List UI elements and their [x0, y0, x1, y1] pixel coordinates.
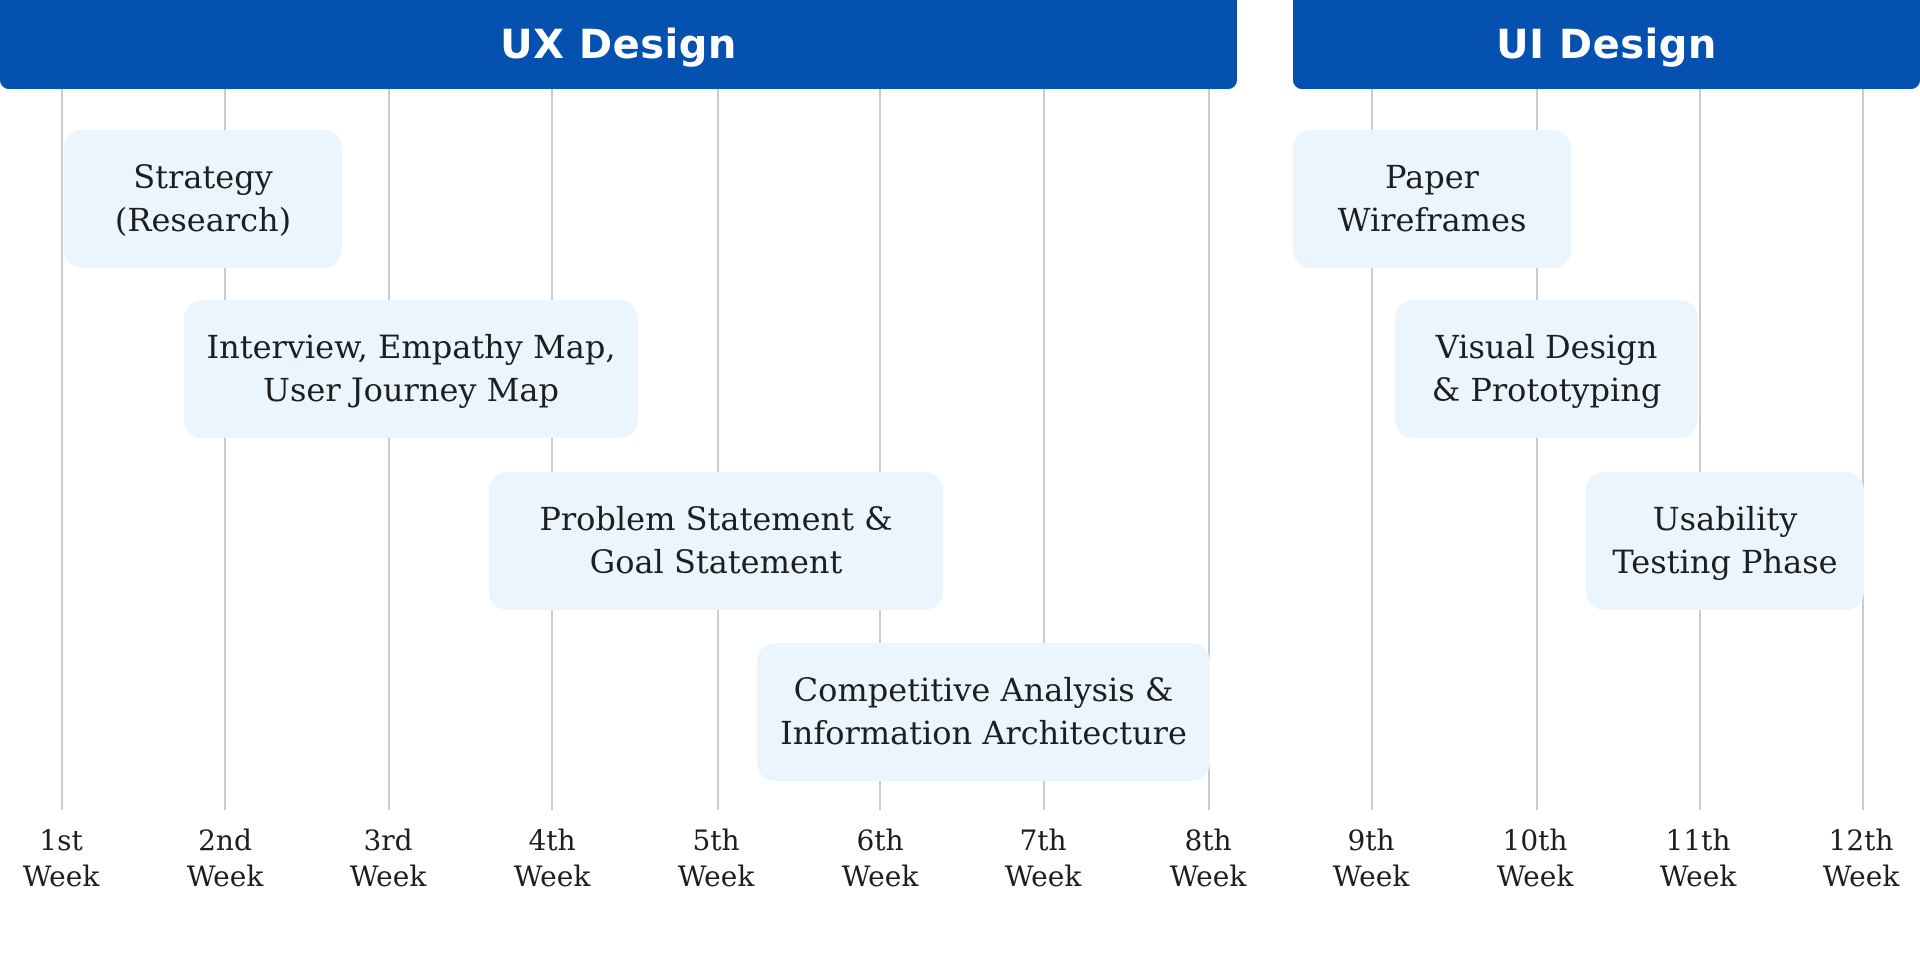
- task-interview-empathy-journey: Interview, Empathy Map, User Journey Map: [184, 300, 638, 438]
- week-gridline: [224, 89, 226, 810]
- task-line: Paper: [1385, 158, 1479, 196]
- week-gridline: [388, 89, 390, 810]
- week-word: Week: [677, 860, 755, 893]
- week-gridline: [1536, 89, 1538, 810]
- week-label: 12th Week: [1791, 823, 1920, 895]
- week-gridline: [1699, 89, 1701, 810]
- week-number: 9th: [1347, 824, 1395, 857]
- task-line: Visual Design: [1435, 328, 1658, 366]
- week-gridline: [1862, 89, 1864, 810]
- week-number: 10th: [1502, 824, 1568, 857]
- phase-ui-design-bar: UI Design: [1293, 0, 1920, 89]
- task-line: Strategy: [133, 158, 273, 196]
- week-word: Week: [1822, 860, 1900, 893]
- task-line: Competitive Analysis &: [793, 671, 1174, 709]
- week-label: 4th Week: [482, 823, 622, 895]
- task-line: Usability: [1652, 500, 1798, 538]
- task-line: Problem Statement &: [539, 500, 893, 538]
- week-word: Week: [349, 860, 427, 893]
- task-line: (Research): [114, 201, 292, 239]
- week-gridline: [1371, 89, 1373, 810]
- week-number: 8th: [1184, 824, 1232, 857]
- task-line: Testing Phase: [1612, 543, 1838, 581]
- week-gridline: [1043, 89, 1045, 810]
- week-gridline: [61, 89, 63, 810]
- week-number: 2nd: [198, 824, 252, 857]
- week-label: 1st Week: [0, 823, 131, 895]
- week-number: 5th: [692, 824, 740, 857]
- week-word: Week: [1169, 860, 1247, 893]
- phase-ux-design-title: UX Design: [500, 21, 737, 68]
- task-problem-goal-statement: Problem Statement & Goal Statement: [489, 472, 943, 610]
- week-word: Week: [1659, 860, 1737, 893]
- task-line: Goal Statement: [589, 543, 843, 581]
- task-line: & Prototyping: [1431, 371, 1662, 409]
- task-line: Information Architecture: [780, 714, 1187, 752]
- week-number: 7th: [1019, 824, 1067, 857]
- week-word: Week: [841, 860, 919, 893]
- week-label: 2nd Week: [155, 823, 295, 895]
- week-label: 3rd Week: [318, 823, 458, 895]
- week-label: 6th Week: [810, 823, 950, 895]
- week-label: 11th Week: [1628, 823, 1768, 895]
- week-number: 4th: [528, 824, 576, 857]
- task-paper-wireframes: Paper Wireframes: [1293, 130, 1571, 268]
- week-number: 3rd: [363, 824, 413, 857]
- week-gridline: [879, 89, 881, 810]
- phase-ui-design-title: UI Design: [1496, 21, 1717, 68]
- week-word: Week: [513, 860, 591, 893]
- week-word: Week: [1004, 860, 1082, 893]
- week-gridline: [551, 89, 553, 810]
- week-number: 11th: [1665, 824, 1731, 857]
- week-gridline: [1208, 89, 1210, 810]
- week-label: 7th Week: [973, 823, 1113, 895]
- phase-ux-design-bar: UX Design: [0, 0, 1237, 89]
- task-visual-design-prototyping: Visual Design & Prototyping: [1395, 300, 1698, 438]
- week-word: Week: [22, 860, 100, 893]
- task-line: Interview, Empathy Map,: [206, 328, 616, 366]
- task-competitive-analysis-ia: Competitive Analysis & Information Archi…: [757, 643, 1210, 781]
- week-word: Week: [186, 860, 264, 893]
- task-line: Wireframes: [1337, 201, 1527, 239]
- week-label: 9th Week: [1301, 823, 1441, 895]
- week-label: 10th Week: [1465, 823, 1605, 895]
- task-strategy-research: Strategy (Research): [64, 130, 342, 268]
- week-label: 8th Week: [1138, 823, 1278, 895]
- task-line: User Journey Map: [263, 371, 559, 409]
- week-word: Week: [1332, 860, 1410, 893]
- task-usability-testing: Usability Testing Phase: [1586, 472, 1864, 610]
- week-gridline: [717, 89, 719, 810]
- week-number: 12th: [1828, 824, 1894, 857]
- week-label: 5th Week: [646, 823, 786, 895]
- week-word: Week: [1496, 860, 1574, 893]
- week-number: 6th: [856, 824, 904, 857]
- week-number: 1st: [39, 824, 83, 857]
